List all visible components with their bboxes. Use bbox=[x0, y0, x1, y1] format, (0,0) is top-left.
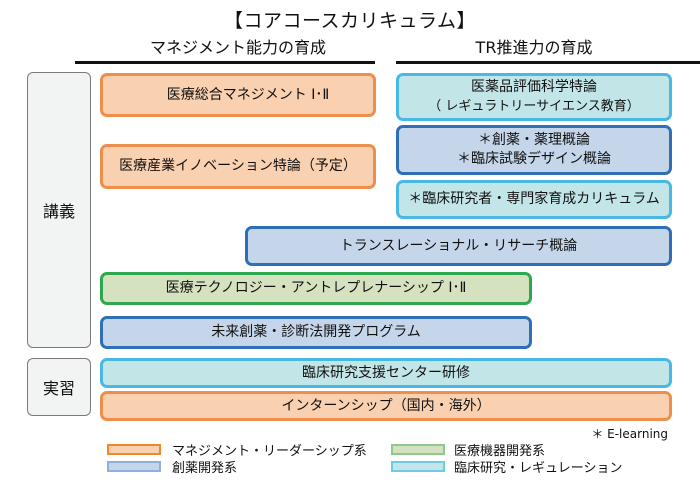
course-med-tech-entrepreneurship: 医療テクノロジー・アントレプレナーシップ Ⅰ･Ⅱ bbox=[100, 272, 532, 305]
course-title: トランスレーショナル・リサーチ概論 bbox=[339, 237, 578, 254]
course-title-2: ＊臨床試験デザイン概論 bbox=[457, 151, 611, 167]
legend-label-management: マネジメント・リーダーシップ系 bbox=[172, 444, 367, 459]
course-subtitle: （ レギュラトリーサイエンス教育） bbox=[428, 99, 640, 114]
row-label-practicum: 実習 bbox=[27, 358, 91, 416]
course-pharma-evaluation: 医薬品評価科学特論 （ レギュラトリーサイエンス教育） bbox=[396, 73, 672, 121]
legend-label-drug-development: 創薬開発系 bbox=[172, 461, 238, 476]
course-title: インターンシップ（国内・海外） bbox=[281, 397, 491, 414]
course-general-management: 医療総合マネジメント Ⅰ･Ⅱ bbox=[100, 73, 376, 117]
course-clinical-researcher: ＊臨床研究者・専門家育成カリキュラム bbox=[396, 180, 672, 219]
legend-label-medical-device: 医療機器開発系 bbox=[454, 444, 546, 459]
course-internship: インターンシップ（国内・海外） bbox=[100, 391, 672, 421]
course-title: 医療テクノロジー・アントレプレナーシップ Ⅰ･Ⅱ bbox=[165, 280, 467, 296]
course-drug-discovery: ＊創薬・薬理概論 ＊臨床試験デザイン概論 bbox=[396, 125, 672, 175]
legend-swatch-drug-development bbox=[107, 461, 161, 472]
e-learning-note: ＊ E-learning bbox=[591, 427, 668, 441]
row-label-lecture: 講義 bbox=[27, 72, 91, 348]
course-future-drug-discovery: 未来創薬・診断法開発プログラム bbox=[100, 316, 532, 349]
column-header-management: マネジメント能力の育成 bbox=[149, 38, 326, 57]
course-title: ＊臨床研究者・専門家育成カリキュラム bbox=[408, 191, 660, 207]
course-translational-research: トランスレーショナル・リサーチ概論 bbox=[245, 226, 672, 266]
course-title: 医療総合マネジメント Ⅰ･Ⅱ bbox=[166, 86, 330, 103]
course-title: 医薬品評価科学特論 bbox=[471, 79, 597, 95]
column-underline-left bbox=[75, 61, 375, 64]
course-title: 臨床研究支援センター研修 bbox=[302, 364, 470, 381]
course-title: ＊創薬・薬理概論 bbox=[478, 132, 590, 148]
course-title: 未来創薬・診断法開発プログラム bbox=[211, 324, 421, 340]
legend-label-clinical-regulation: 臨床研究・レギュレーション bbox=[454, 461, 623, 476]
legend-swatch-management bbox=[107, 444, 161, 455]
row-label-practicum-text: 実習 bbox=[42, 379, 75, 398]
column-underline-right bbox=[396, 61, 700, 64]
legend-swatch-clinical-regulation bbox=[391, 461, 445, 472]
legend-swatch-medical-device bbox=[391, 444, 445, 455]
row-label-lecture-text: 講義 bbox=[42, 202, 75, 221]
course-title: 医療産業イノベーション特論（予定） bbox=[119, 158, 357, 174]
course-clinical-center-training: 臨床研究支援センター研修 bbox=[100, 358, 672, 388]
diagram-title: 【コアコースカリキュラム】 bbox=[224, 10, 476, 32]
column-header-tr: TR推進力の育成 bbox=[475, 38, 593, 57]
course-industry-innovation: 医療産業イノベーション特論（予定） bbox=[100, 144, 376, 189]
